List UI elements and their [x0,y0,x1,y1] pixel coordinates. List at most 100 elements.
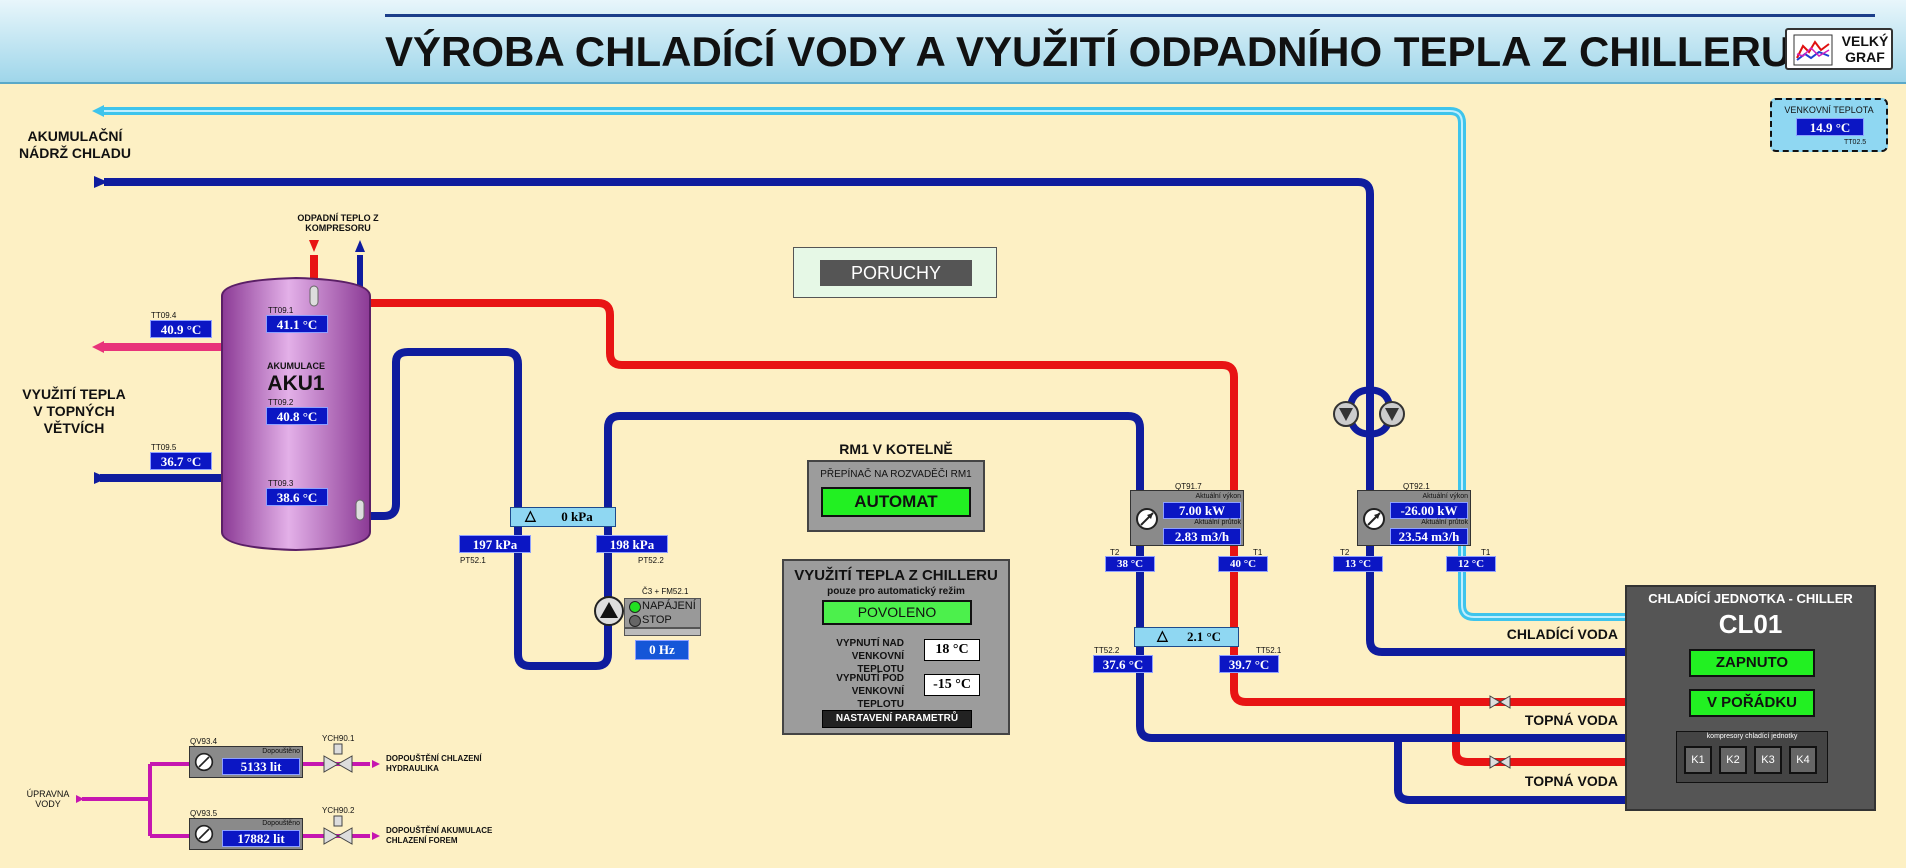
qv935-value: 17882 lit [222,830,300,847]
qv934-value: 5133 lit [222,758,300,775]
tt095-value: 36.7 °C [150,452,212,470]
dp-indicator: △ 0 kPa [510,507,616,527]
valve-red-1 [1489,695,1511,709]
faults-panel: PORUCHY [793,247,997,298]
qt921-power: -26.00 kW [1390,502,1468,519]
qv935-tag: QV93.5 [190,809,218,818]
qt917-flow: 2.83 m3/h [1163,528,1241,545]
chiller-title: CHLADÍCÍ JEDNOTKA - CHILLER [1648,591,1853,606]
arrow-desc-1 [372,760,380,768]
qv935-label: Dopouštěno [262,820,300,827]
pump-bar [624,628,701,636]
arrow-hot-down [309,240,319,252]
arrow-cold-up [355,240,365,252]
tt522-tag: TT52.2 [1094,646,1120,655]
qt917-tag: QT91.7 [1175,482,1202,491]
tt093-tag: TT09.3 [268,479,294,488]
pump-stop-led [629,615,641,627]
qv934-meter: Dopouštěno 5133 lit [189,746,303,778]
qt921-gauge-icon [1363,508,1385,530]
off-above-input[interactable]: 18 °C [924,639,980,661]
pump-freq: 0 Hz [635,640,689,660]
tt091-value: 41.1 °C [266,315,328,333]
outdoor-temp-value: 14.9 °C [1796,118,1864,136]
pump-icon [600,602,618,618]
off-below-input[interactable]: -15 °C [924,674,980,696]
big-graph-button[interactable]: VELKÝ GRAF [1785,28,1893,70]
pt522-value: 198 kPa [596,535,668,553]
pipe-hot-branch [1452,702,1628,766]
pump-status-panel: NAPÁJENÍ STOP [624,598,701,628]
off-above-label: VYPNUTÍ NAD VENKOVNÍ TEPLOTU [836,638,904,675]
chart-icon [1793,34,1833,66]
compressor-k1[interactable]: K1 [1684,746,1712,774]
rm1-title: RM1 V KOTELNĚ [839,441,953,457]
qt921-power-label: Aktuální výkon [1422,493,1468,500]
dp-value: 0 kPa [561,509,593,524]
delta-icon: △ [525,509,536,524]
ych901-tag: YCH90.1 [322,734,355,743]
delta-t-icon: △ [1157,629,1168,644]
pump-status1: NAPÁJENÍ [642,600,696,612]
qt921-meter: Aktuální výkon -26.00 kW Aktuální průtok… [1357,490,1471,546]
tt093-value: 38.6 °C [266,488,328,506]
heating-water-label-2: TOPNÁ VODA [1524,773,1618,789]
rm1-switch-label: PŘEPÍNAČ NA ROZVADĚČI RM1 [820,469,972,480]
qv935-gauge-icon [194,824,214,844]
waste-heat-label: ODPADNÍ TEPLO Z KOMPRESORU [297,213,379,233]
pump-c3[interactable] [594,596,624,626]
chiller-unit: CHLADÍCÍ JEDNOTKA - CHILLER CL01 ZAPNUTO… [1625,585,1876,811]
arrow-heat-left [92,341,104,353]
page-title: VÝROBA CHLADÍCÍ VODY A VYUŽITÍ ODPADNÍHO… [385,28,1792,75]
t1-right-tag: T1 [1481,548,1491,557]
valve-ych901 [323,743,353,773]
delta-t-value: 2.1 °C [1186,629,1222,644]
chiller-state-ok: V POŘÁDKU [1689,689,1815,717]
outdoor-temp-box: VENKOVNÍ TEPLOTA 14.9 °C TT02.5 [1770,98,1888,152]
tt521-tag: TT52.1 [1256,646,1282,655]
arrow-magenta-right [76,795,84,803]
pump-right-2-arrow [1385,408,1399,421]
pipe-cold-accumulation [104,178,1628,656]
arrow-cold-right [94,176,108,188]
valve-red-2 [1489,755,1511,769]
off-below-label: VYPNUTÍ POD VENKOVNÍ TEPLOTU [836,673,904,710]
tt092-tag: TT09.2 [268,398,294,407]
arrow-desc-2 [372,832,380,840]
qv934-gauge-icon [194,752,214,772]
pump-right-1-arrow [1339,408,1353,421]
t1-right-value: 12 °C [1446,556,1496,572]
rm1-panel: PŘEPÍNAČ NA ROZVADĚČI RM1 AUTOMAT [807,460,985,532]
pipe-cyan-inner [100,110,1628,618]
qt917-gauge-icon [1136,508,1158,530]
rm1-mode: AUTOMAT [821,487,971,517]
pipe-cold-heating-2 [1394,738,1628,804]
compressors-panel: kompresory chladící jednotky K1 K2 K3 K4 [1676,731,1828,783]
accumulation-tank-label: AKUMULAČNÍ NÁDRŽ CHLADU [19,128,131,161]
compressor-k3[interactable]: K3 [1754,746,1782,774]
settings-button[interactable]: NASTAVENÍ PARAMETRŮ [822,710,972,728]
qt917-power-label: Aktuální výkon [1195,493,1241,500]
tt521-value: 39.7 °C [1219,655,1279,673]
tank-probe-bottom [355,499,365,521]
faults-button[interactable]: PORUCHY [820,260,972,286]
pipe-water-treatment [82,762,370,838]
tt094-tag: TT09.4 [151,311,177,320]
pump-power-led [629,601,641,613]
compressor-k4[interactable]: K4 [1789,746,1817,774]
qt917-power: 7.00 kW [1163,502,1241,519]
pump-tag: Č3 + FM52.1 [642,587,689,596]
cooling-water-label: CHLADÍCÍ VODA [1506,626,1618,642]
outdoor-temp-tag: TT02.5 [1844,139,1867,146]
pt521-tag: PT52.1 [460,556,486,565]
t2-left-value: 38 °C [1105,556,1155,572]
compressor-k2[interactable]: K2 [1719,746,1747,774]
t2-right-value: 13 °C [1333,556,1383,572]
heat-usage-title: VYUŽITÍ TEPLA Z CHILLERU [794,567,998,584]
pt522-tag: PT52.2 [638,556,664,565]
pt521-value: 197 kPa [459,535,531,553]
tt091-tag: TT09.1 [268,306,294,315]
header-bar: VÝROBA CHLADÍCÍ VODY A VYUŽITÍ ODPADNÍHO… [0,0,1906,84]
pipe-pump-bypass [1346,386,1394,438]
